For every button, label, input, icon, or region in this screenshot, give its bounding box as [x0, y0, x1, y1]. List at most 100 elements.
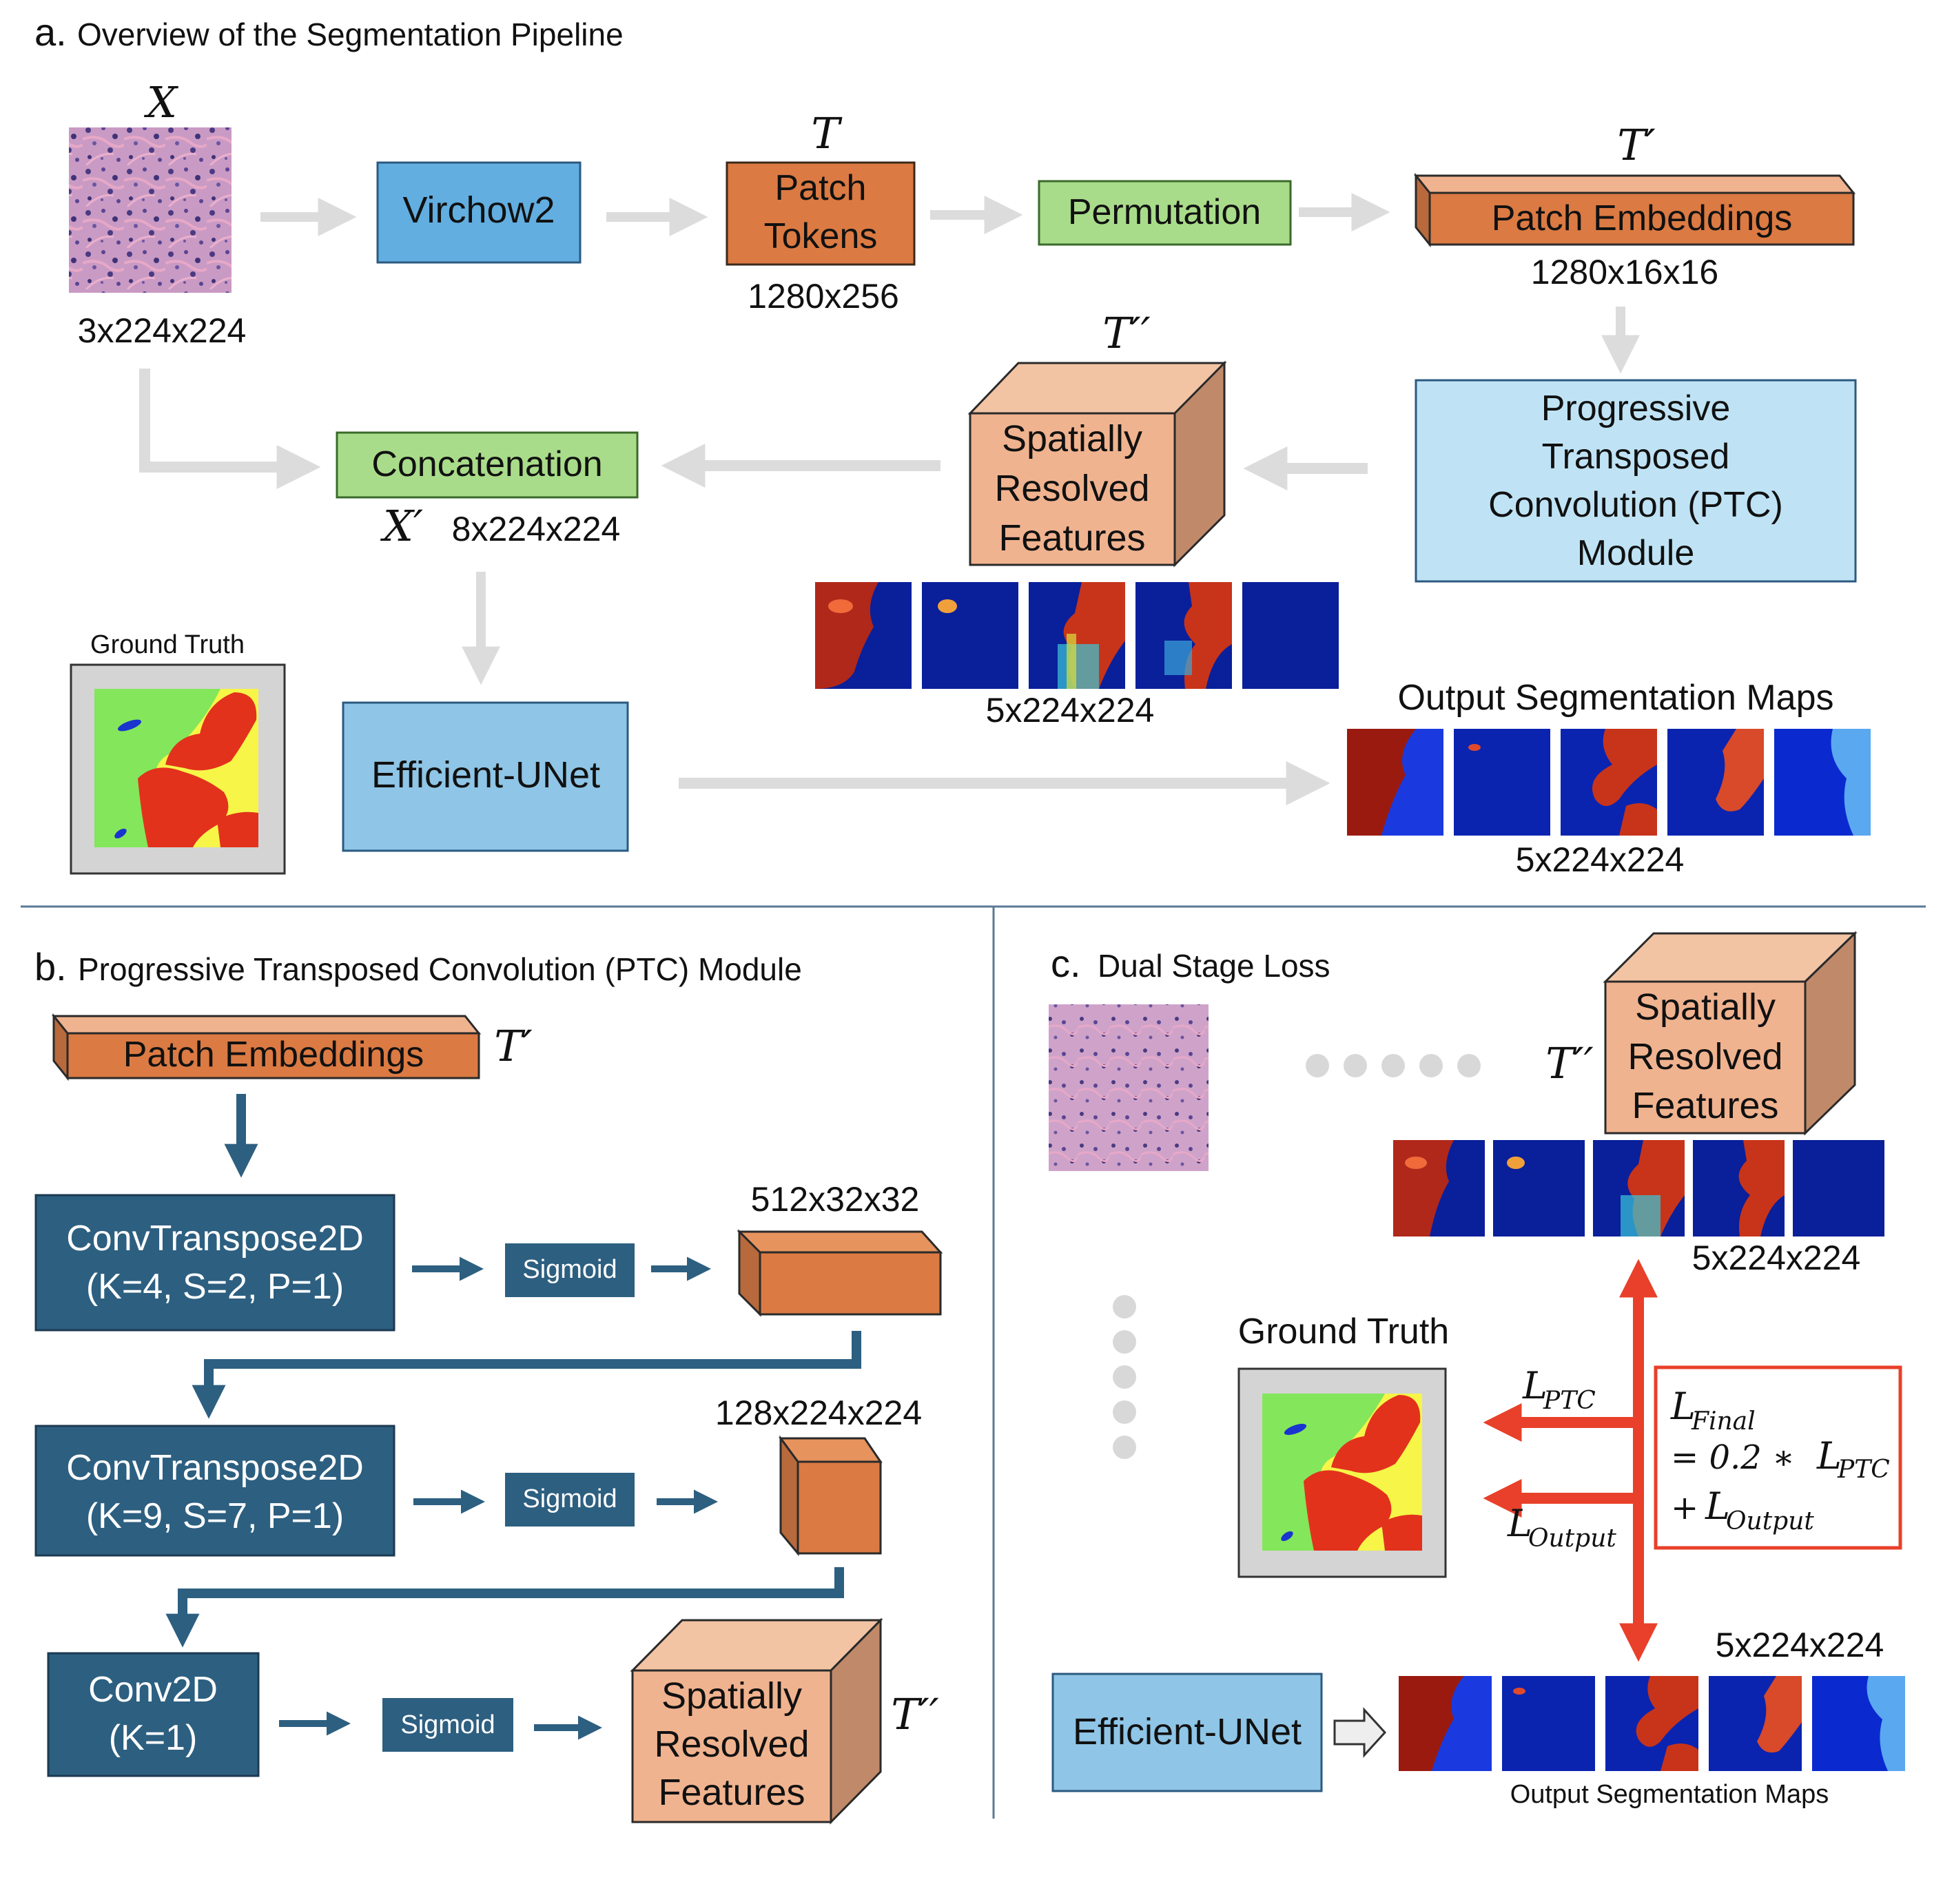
- b-srf-line3: Features: [658, 1772, 805, 1813]
- arrow-input-to-concat: [139, 369, 321, 489]
- c-output-map-2: [1502, 1676, 1595, 1771]
- l-output-label: L Output: [1507, 1502, 1616, 1553]
- sigmoid2-label: Sigmoid: [522, 1484, 617, 1513]
- c-srf-map-4: [1693, 1140, 1785, 1236]
- tokens-dims: 1280x256: [748, 277, 899, 315]
- output-map-4: [1667, 729, 1764, 836]
- c-srf-cube-front: [1604, 980, 1807, 1135]
- panel-a: a. Overview of the Segmentation Pipeline…: [34, 10, 1871, 879]
- block2-front: [796, 1460, 882, 1555]
- c-output-maps: [1399, 1676, 1905, 1771]
- srf-feature-maps: [815, 582, 1339, 689]
- concat-dims: 8x224x224: [452, 510, 621, 548]
- output-map-3: [1561, 729, 1657, 836]
- b-patch-embeddings-label: Patch Embeddings: [123, 1035, 424, 1075]
- b-arrow-block2-to-conv3: [165, 1567, 844, 1648]
- b-arrow-block1-to-conv2: [192, 1331, 861, 1419]
- conv1-line2: (K=4, S=2, P=1): [86, 1267, 344, 1307]
- c-srf-dims: 5x224x224: [1692, 1239, 1861, 1277]
- final-loss-box: [1654, 1365, 1902, 1550]
- vertical-ellipsis-dots: [1113, 1295, 1136, 1459]
- c-srf-feature-maps: [1393, 1140, 1884, 1236]
- panel-c: c. Dual Stage Loss T′′ Spatially Resolve…: [1049, 931, 1905, 1809]
- conv3-line2: (K=1): [109, 1718, 198, 1758]
- c-srf-map-1: [1393, 1140, 1485, 1236]
- svg-text:= 0.2 ∗: = 0.2 ∗: [1671, 1438, 1795, 1477]
- virchow2-box: [376, 161, 582, 264]
- svg-text:PTC: PTC: [1543, 1387, 1596, 1415]
- horizontal-ellipsis-dots: [1306, 1054, 1481, 1077]
- t-label: T: [811, 108, 843, 158]
- b-tdprime-label: T′′: [891, 1689, 939, 1739]
- c-arrow-ptc-loss-to-gt: [1483, 1403, 1644, 1442]
- sigmoid2-box: [505, 1473, 635, 1527]
- c-ground-truth-mask: [1237, 1367, 1447, 1578]
- embeddings-slab-top: [1413, 174, 1856, 194]
- output-dims: 5x224x224: [1516, 840, 1685, 879]
- conv1-line1: ConvTranspose2D: [66, 1219, 364, 1259]
- srf-line1: Spatially: [1002, 418, 1142, 459]
- b-embeddings-slab-top: [51, 1015, 482, 1035]
- sigmoid1-label: Sigmoid: [522, 1255, 617, 1284]
- input-tissue-image: [69, 127, 232, 293]
- srf-line2: Resolved: [994, 468, 1149, 509]
- panel-a-title: Overview of the Segmentation Pipeline: [77, 17, 624, 52]
- final-loss-equation: L Final = 0.2 ∗ L PTC + L Output: [1670, 1385, 1890, 1535]
- block1-front: [759, 1251, 942, 1316]
- ptc-line2: Transposed: [1542, 437, 1730, 477]
- permutation-label: Permutation: [1068, 192, 1261, 232]
- c-srf-line1: Spatially: [1635, 986, 1776, 1028]
- output-title: Output Segmentation Maps: [1397, 678, 1833, 718]
- sigmoid1-box: [505, 1243, 635, 1297]
- output-map-2: [1454, 729, 1550, 836]
- panel-b-letter: b.: [34, 945, 67, 989]
- patch-tokens-box: [726, 161, 916, 266]
- srf-dims: 5x224x224: [986, 691, 1155, 729]
- svg-text:L: L: [1507, 1502, 1532, 1545]
- dims1: 512x32x32: [751, 1180, 920, 1219]
- b-patch-embeddings-box: [66, 1032, 480, 1079]
- c-output-caption: Output Segmentation Maps: [1510, 1780, 1829, 1809]
- conv3-line1: Conv2D: [88, 1670, 218, 1710]
- c-srf-map-5: [1793, 1140, 1884, 1236]
- sigmoid3-box: [382, 1698, 513, 1752]
- svg-text:PTC: PTC: [1837, 1456, 1890, 1484]
- c-output-map-4: [1709, 1676, 1802, 1771]
- c-efficient-unet-label: Efficient-UNet: [1073, 1711, 1302, 1752]
- gt-label: Ground Truth: [90, 630, 245, 659]
- conv2-line2: (K=9, S=7, P=1): [86, 1496, 344, 1536]
- output-maps: [1347, 729, 1871, 836]
- permutation-box: [1038, 180, 1292, 246]
- srf-map-2: [922, 582, 1018, 689]
- ground-truth-mask: [70, 663, 286, 875]
- srf-cube-front: [969, 412, 1176, 566]
- c-output-map-3: [1605, 1676, 1698, 1771]
- svg-text:Final: Final: [1691, 1407, 1756, 1436]
- srf-map-4: [1135, 582, 1232, 689]
- svg-text:L: L: [1522, 1364, 1548, 1407]
- c-hollow-arrow-icon: [1333, 1707, 1387, 1758]
- panel-b: b. Progressive Transposed Convolution (P…: [34, 945, 943, 1825]
- c-output-map-1: [1399, 1676, 1492, 1771]
- svg-text:L: L: [1705, 1484, 1730, 1528]
- dims2: 128x224x224: [715, 1394, 922, 1432]
- c-srf-map-3: [1593, 1140, 1685, 1236]
- b-srf-line1: Spatially: [661, 1675, 802, 1717]
- c-output-map-5: [1812, 1676, 1905, 1771]
- patch-tokens-line1: Patch: [775, 168, 867, 208]
- conv3-box: [47, 1652, 260, 1777]
- svg-text:+: +: [1671, 1489, 1698, 1527]
- srf-map-5: [1242, 582, 1339, 689]
- ptc-line4: Module: [1577, 533, 1695, 573]
- svg-text:L: L: [1670, 1385, 1696, 1428]
- x-label: X: [144, 77, 179, 127]
- b-tprime-label: T′: [494, 1021, 532, 1071]
- ptc-line3: Convolution (PTC): [1488, 485, 1783, 525]
- ptc-line1: Progressive: [1541, 389, 1731, 428]
- concatenation-label: Concatenation: [371, 444, 602, 484]
- svg-text:Output: Output: [1726, 1507, 1814, 1535]
- c-gt-label: Ground Truth: [1238, 1312, 1449, 1352]
- virchow2-label: Virchow2: [402, 189, 555, 231]
- sigmoid3-label: Sigmoid: [400, 1710, 495, 1739]
